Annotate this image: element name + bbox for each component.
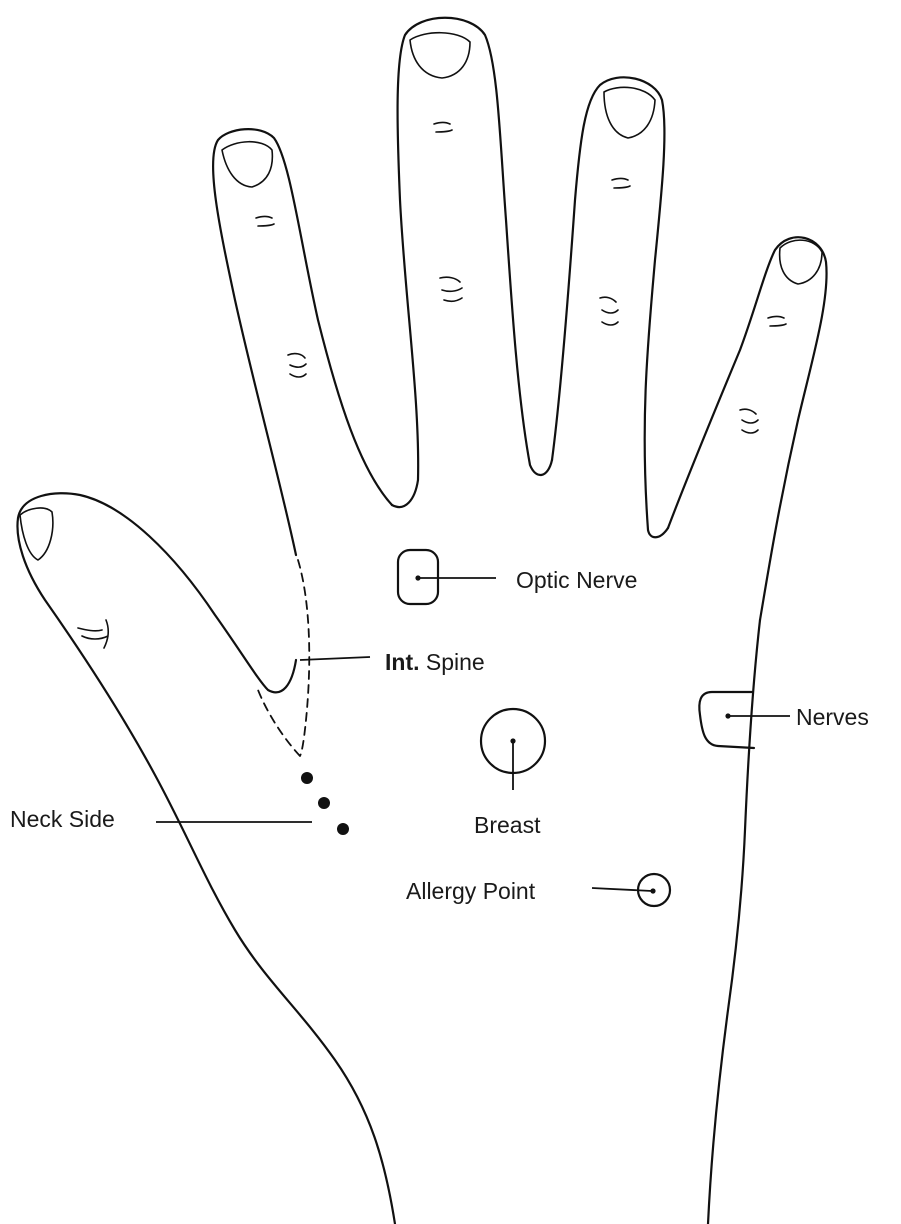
thumb-crease — [78, 620, 108, 648]
neck-side-dot-1 — [301, 772, 313, 784]
index-finger-outline — [213, 129, 392, 555]
hand-outline-thumb-side — [17, 493, 395, 1224]
index-crease-upper — [256, 217, 274, 227]
middle-finger-outline — [392, 18, 552, 507]
int-spine-label: Int. Spine — [385, 651, 485, 674]
ring-fingernail — [604, 87, 655, 138]
breast-label: Breast — [474, 814, 540, 837]
little-crease-lower — [740, 409, 758, 433]
nerves-marker — [699, 692, 754, 748]
nerves-label: Nerves — [796, 706, 869, 729]
ring-crease-upper — [612, 179, 630, 189]
index-crease-lower — [288, 354, 306, 377]
neck-side-dot-3 — [337, 823, 349, 835]
index-fingernail — [222, 142, 272, 187]
thumb-nail — [20, 508, 53, 560]
neck-side-dot-2 — [318, 797, 330, 809]
int-spine-name: Spine — [426, 649, 485, 675]
ring-crease-lower — [600, 297, 618, 325]
middle-crease-lower — [440, 277, 462, 301]
ring-finger-outline — [552, 77, 668, 537]
int-spine-dashed-area — [258, 560, 309, 756]
int-spine-prefix: Int. — [385, 649, 420, 675]
optic-nerve-label: Optic Nerve — [516, 569, 637, 592]
allergy-point-label: Allergy Point — [406, 880, 535, 903]
little-finger-outline — [668, 237, 827, 620]
little-crease-upper — [768, 317, 786, 327]
little-fingernail — [780, 240, 822, 284]
hand-outline-pinky-side — [708, 620, 760, 1224]
middle-crease-upper — [434, 123, 452, 133]
neck-side-label: Neck Side — [10, 808, 115, 831]
middle-fingernail — [410, 33, 470, 78]
